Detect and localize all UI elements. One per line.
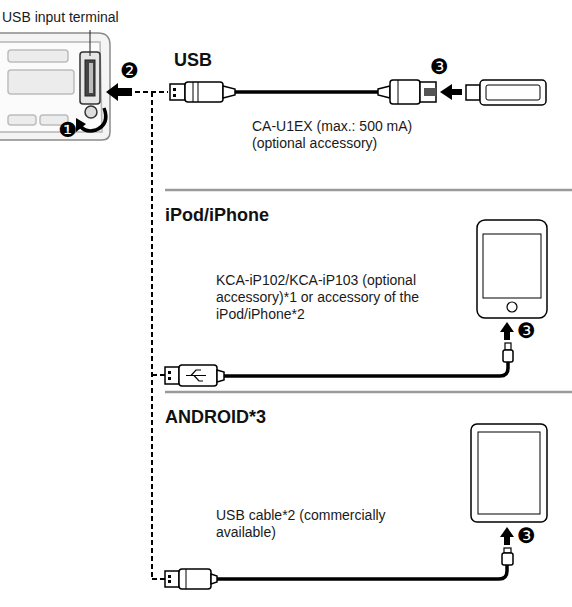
lightning-cable [165,343,513,386]
head-unit [0,42,102,132]
usb-extension-cable [173,88,176,91]
lightning-cable [217,370,224,382]
usb-input-terminal [80,52,100,104]
usb-input-terminal [85,106,97,118]
cable-note: USB cable*2 (commercially available) [216,507,386,541]
lightning-cable [179,365,217,386]
dashed-connection [135,92,168,579]
android-device [478,432,540,514]
head-unit [8,70,74,94]
android-device [471,424,547,522]
head-unit [8,115,36,125]
open-cover-arrow [80,108,106,131]
usb-extension-cable [223,86,235,98]
android-device [471,424,547,522]
leader-line [90,30,91,56]
usb-extension-cable [390,80,420,104]
insert-arrow [106,83,132,101]
usb-input-terminal [85,60,95,96]
callout-number: ❸ [430,56,449,78]
head-unit [0,33,110,140]
lightning-cable [186,370,206,381]
usb-extension-cable [424,88,436,96]
iphone [507,302,517,312]
lightning-cable [165,367,179,384]
usb-input-terminal [89,63,93,93]
usb-cable [186,569,187,589]
usb-cable [179,569,211,589]
head-unit [0,33,110,140]
usb-cable [211,574,217,584]
usb-extension-cable [398,80,399,104]
usb-cable [214,565,507,579]
section-heading: USB [174,49,212,71]
callout-number: ❸ [517,525,536,547]
usb-input-terminal [80,52,100,118]
insert-arrow [440,84,462,100]
section-heading: ANDROID*3 [165,406,266,428]
lightning-cable [168,377,171,380]
iphone [477,220,547,318]
usb-cable [502,553,513,565]
lightning-cable [222,362,508,376]
usb-flash-drive [466,80,546,105]
section-separator [165,391,572,394]
dashed-connection [152,374,165,376]
usb-extension-cable [170,80,436,104]
usb-extension-cable [185,82,223,102]
cable-note: KCA-iP102/KCA-iP103 (optional accessory)… [216,272,452,323]
cable-note: CA-U1EX (max.: 500 mA) (optional accesso… [252,118,417,152]
callout-number: ❷ [120,60,139,82]
section-heading: iPod/iPhone [165,204,269,226]
usb-cable [165,571,179,587]
lightning-cable [503,350,513,362]
open-cover-arrow [76,108,106,132]
usb-flash-drive [466,85,480,100]
lightning-cable [168,371,171,374]
lightning-cable [505,343,511,350]
section-separator [165,189,572,192]
iphone [483,234,541,298]
usb-extension-cable [193,82,194,102]
part-label: USB input terminal [2,9,119,26]
callout-number: ❶ [58,119,77,141]
usb-extension-cable [198,82,199,102]
iphone [477,220,547,318]
usb-cable [165,548,513,589]
usb-extension-cable [235,90,378,94]
dashed-connection [151,92,153,579]
callout-number: ❸ [517,320,536,342]
usb-cable [168,580,171,583]
dashed-connection [152,578,165,580]
open-cover-arrow [76,118,86,132]
insert-arrow [500,322,514,340]
usb-extension-cable [420,82,436,102]
usb-extension-cable [378,86,390,98]
usb-extension-cable [170,84,185,100]
usb-cable [168,575,171,578]
usb-flash-drive [486,85,540,100]
usb-flash-drive [480,80,546,105]
usb-extension-cable [173,94,176,97]
head-unit [8,50,68,62]
insert-arrow [500,527,514,545]
